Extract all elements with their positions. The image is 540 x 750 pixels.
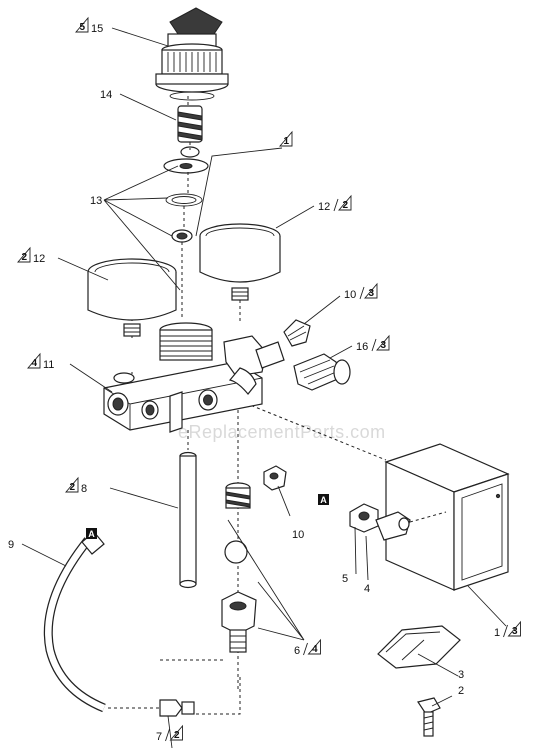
part-number: 1 [494, 627, 500, 639]
callout-c1top: 1 [279, 130, 293, 147]
note-reference-triangle: 1 [279, 130, 293, 147]
callout-c2: 2 [458, 685, 464, 697]
part-number: 11 [43, 359, 54, 371]
marker-letter: A [320, 495, 327, 505]
part-number: 12 [318, 201, 330, 213]
marker-letter: A [88, 529, 95, 539]
note-reference-triangle: 2 [65, 476, 79, 493]
leader-lines [21, 27, 507, 749]
callout-c15: 5 15 [75, 16, 103, 35]
note-number: 1 [284, 136, 290, 147]
part-number: 13 [90, 195, 102, 207]
note-reference-triangle: 4 [27, 352, 41, 369]
note-reference-triangle: 2 [338, 194, 352, 211]
separator-slash [503, 624, 508, 638]
pressure-gauge-part-12-right [199, 223, 281, 301]
watermark: eReplacementParts.com [178, 422, 386, 442]
safety-valve-part-16 [293, 353, 351, 391]
fitting-part-5 [349, 503, 379, 533]
note-number: 3 [369, 288, 375, 299]
part-number: 10 [292, 529, 304, 541]
part-number: 9 [8, 539, 14, 551]
part-number: 7 [156, 731, 162, 743]
part-number: 14 [100, 89, 112, 101]
callout-c10a: 10 3 [344, 282, 378, 301]
note-number: 5 [80, 22, 86, 33]
diaphragm-seat-part-13 [163, 158, 209, 243]
callout-c13: 13 [90, 195, 102, 207]
fitting-part-4 [375, 511, 411, 541]
separator-slash [359, 286, 365, 300]
note-reference-triangle: 2 [17, 246, 31, 263]
note-reference-triangle: 5 [75, 16, 89, 33]
note-number: 2 [343, 200, 349, 211]
regulator-body-threads [159, 322, 213, 361]
fitting-part-10-upper [283, 319, 311, 347]
note-reference-triangle: 3 [507, 620, 521, 637]
part-number: 3 [458, 669, 464, 681]
tube-part-8 [179, 451, 197, 589]
pressure-gauge-part-12-left [87, 258, 177, 337]
part-number: 16 [356, 341, 368, 353]
callout-c4: 4 [364, 583, 370, 595]
callout-c5: 5 [342, 573, 348, 585]
note-number: 2 [22, 252, 28, 263]
note-number: 3 [512, 626, 518, 637]
callout-c12r: 12 2 [318, 194, 352, 213]
part-number: 12 [33, 253, 45, 265]
note-number: 4 [32, 358, 38, 369]
note-number: 2 [70, 482, 76, 493]
callout-c12l: 2 12 [17, 246, 45, 265]
separator-slash [165, 728, 170, 742]
part-number: 4 [364, 583, 370, 595]
screw-part-2 [417, 697, 441, 737]
callout-c11: 4 11 [27, 352, 54, 371]
pressure-switch-part-1 [384, 443, 510, 591]
note-number: 2 [174, 730, 180, 741]
check-valve-stack-part-6 [221, 482, 257, 653]
separator-slash [333, 198, 339, 212]
part-number: 5 [342, 573, 348, 585]
callout-c14: 14 [100, 89, 112, 101]
callout-c16: 16 3 [356, 334, 390, 353]
part-number: 6 [294, 645, 300, 657]
reference-marker-mA2: A [86, 528, 97, 539]
callout-c10b: 10 [292, 529, 304, 541]
note-number: 4 [312, 644, 318, 655]
hose-part-9 [43, 531, 106, 713]
fitting-part-10-lower [263, 465, 287, 491]
reference-marker-mA1: A [318, 494, 329, 505]
note-reference-triangle: 4 [307, 638, 321, 655]
callout-c9: 9 [8, 539, 14, 551]
part-number: 10 [344, 289, 356, 301]
fitting-part-7 [159, 699, 195, 717]
part-number: 2 [458, 685, 464, 697]
part-number: 15 [91, 23, 103, 35]
part-number: 8 [81, 483, 87, 495]
regulator-knob-part-15 [155, 7, 229, 101]
bracket-part-3 [377, 625, 461, 669]
callout-c3: 3 [458, 669, 464, 681]
note-reference-triangle: 3 [364, 282, 378, 299]
note-reference-triangle: 3 [376, 334, 390, 351]
note-reference-triangle: 2 [169, 724, 183, 741]
manifold-part-11 [103, 335, 267, 433]
spring-part-14 [177, 105, 203, 158]
note-number: 3 [381, 340, 387, 351]
separator-slash [303, 642, 308, 656]
separator-slash [371, 338, 377, 352]
